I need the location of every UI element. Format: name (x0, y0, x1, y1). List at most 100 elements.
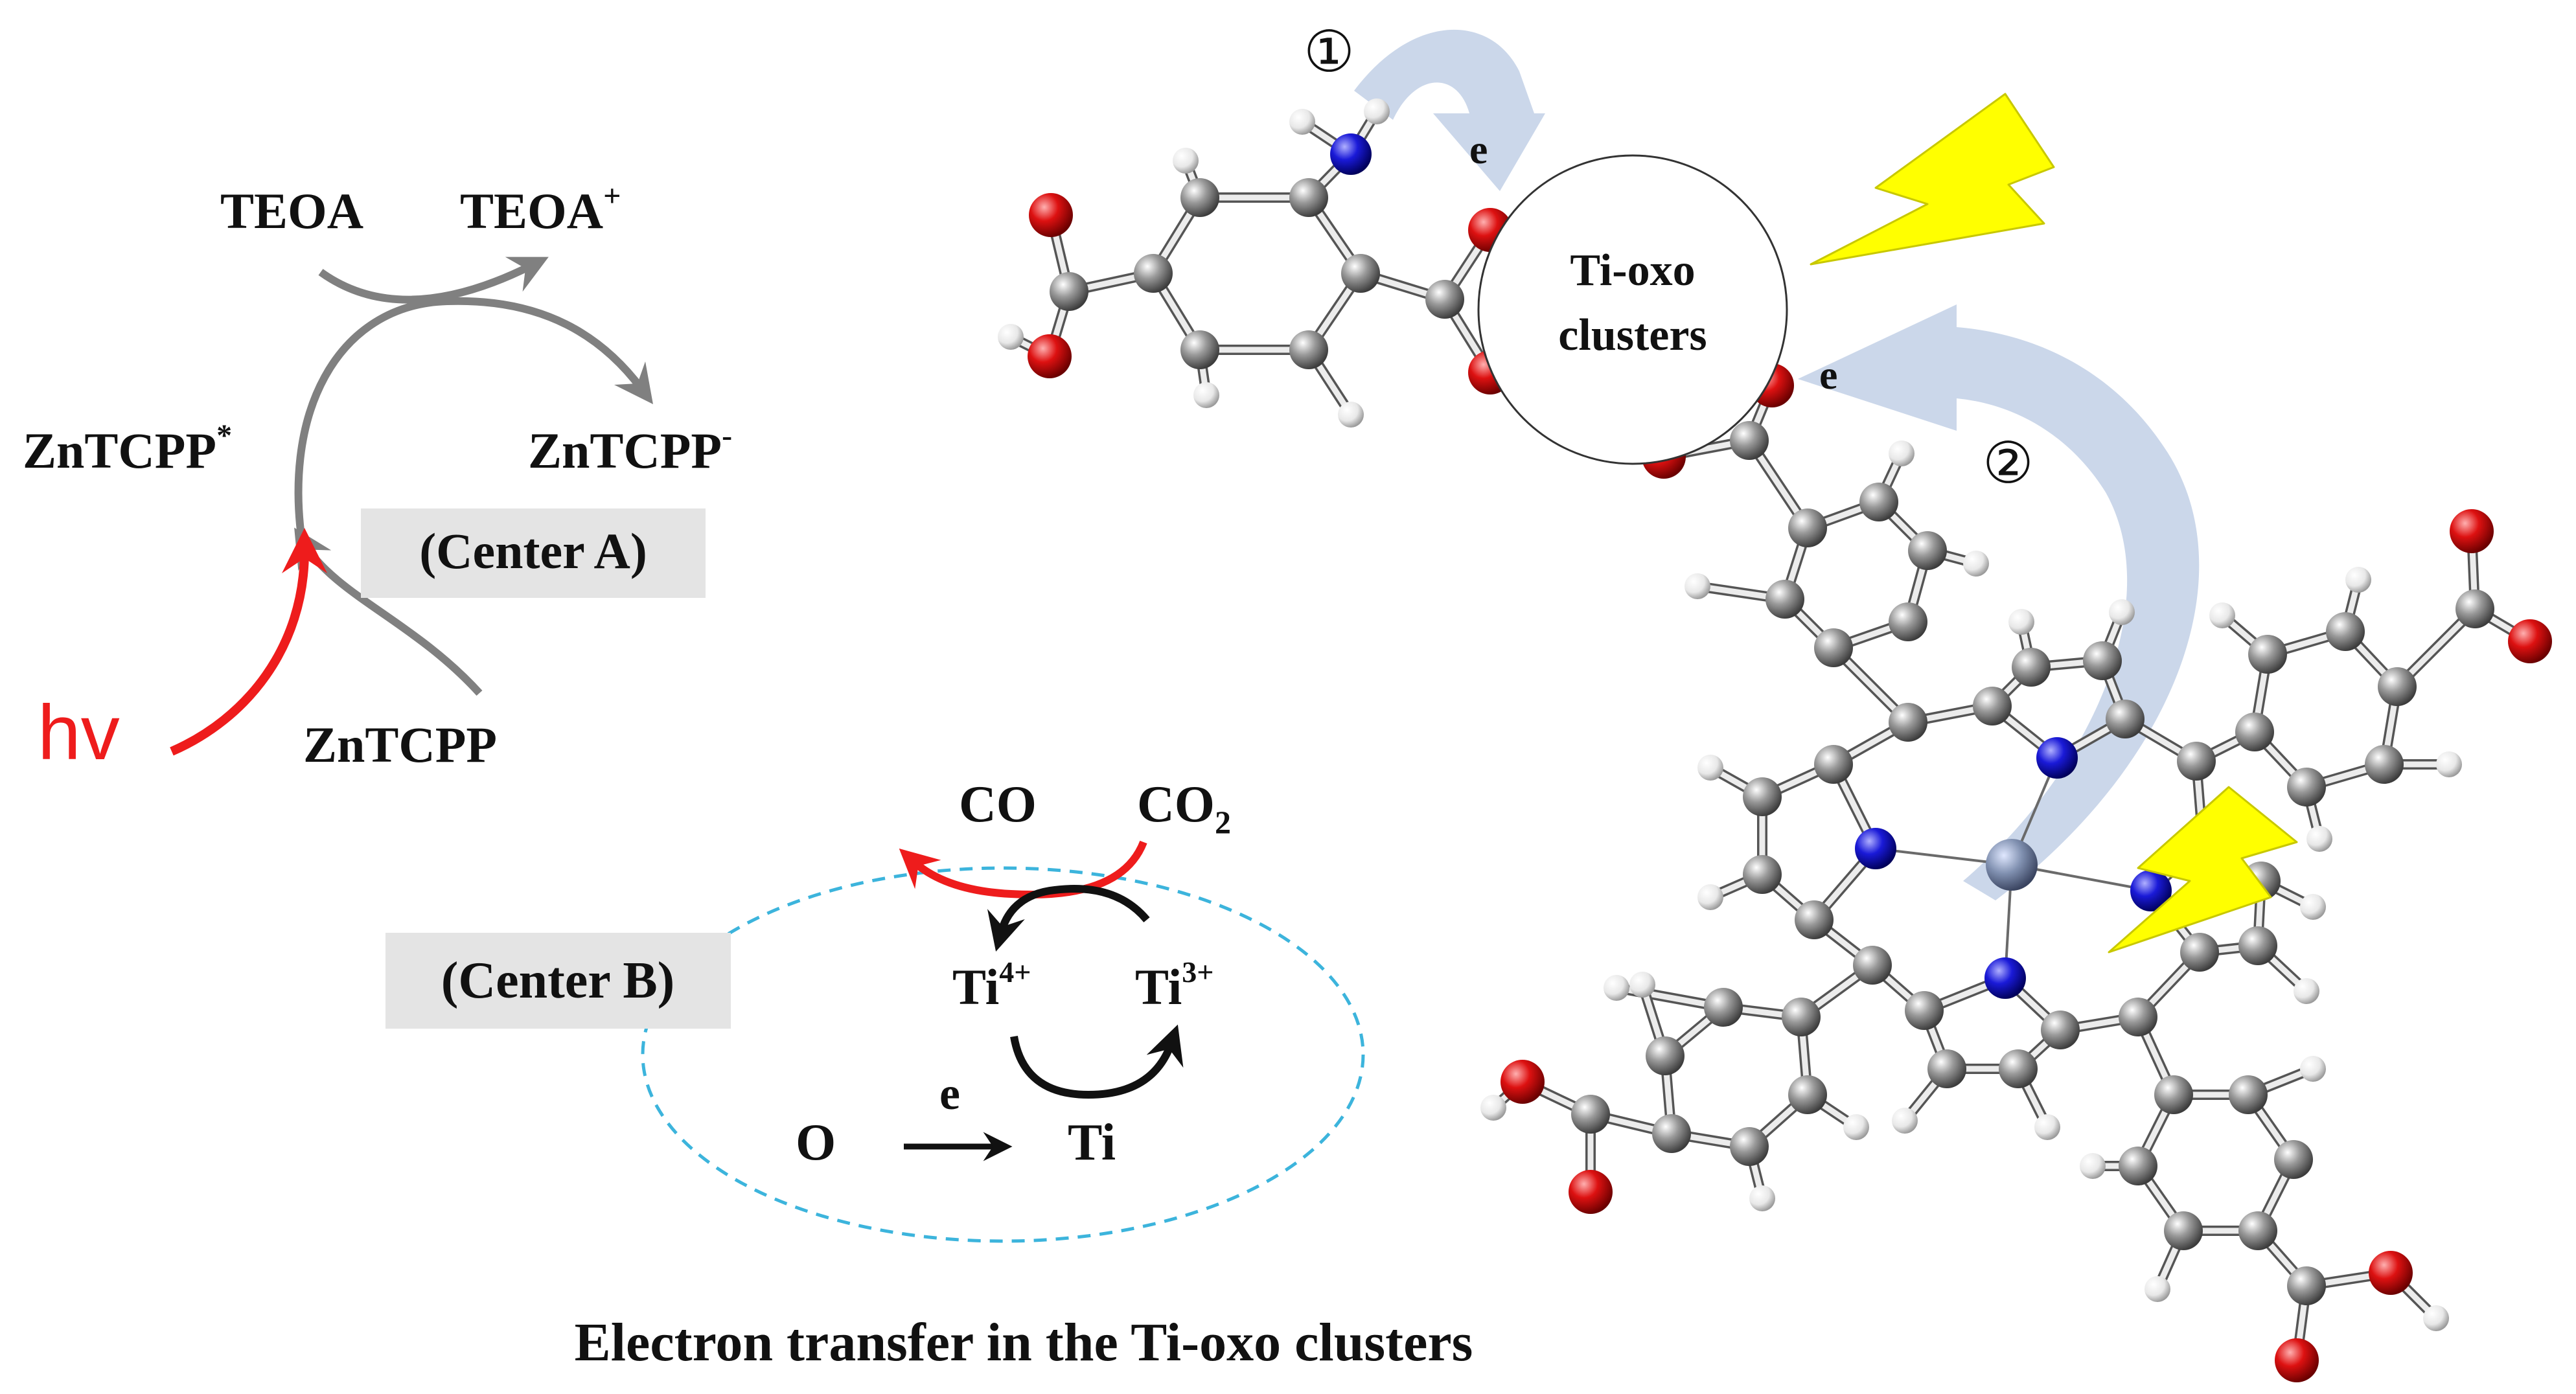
center-a-box (361, 508, 706, 598)
ti3-label: Ti3+ (1135, 955, 1214, 1015)
carbon-atom (2248, 635, 2287, 674)
nitrogen-atom (1984, 957, 2026, 999)
hydrogen-atom (1173, 148, 1199, 174)
ti4-to-ti3-arrow (1010, 1024, 1184, 1099)
carbon-atom (2287, 1266, 2326, 1305)
transfer-arrows (1354, 29, 2200, 900)
carbon-atom (1859, 483, 1898, 521)
o-label: O (796, 1114, 836, 1171)
zinc-atom (1986, 839, 2038, 891)
hydrogen-atom (1629, 972, 1655, 998)
hydrogen-atom (2109, 599, 2135, 625)
hydrogen-atom (2209, 602, 2235, 628)
oxygen-atom (1501, 1060, 1545, 1104)
carbon-atom (1730, 1127, 1769, 1166)
hydrogen-atom (2294, 978, 2319, 1004)
carbon-atom (1652, 1114, 1691, 1153)
carbon-atom (1788, 508, 1827, 547)
ti3-to-ti4-arrow (987, 885, 1150, 952)
caption: Electron transfer in the Ti-oxo clusters (575, 1312, 1473, 1373)
carbon-atom (1973, 687, 2012, 726)
carbon-atom (1927, 1049, 1966, 1088)
hydrogen-atom (1697, 884, 1723, 910)
carbon-atom (1905, 991, 1944, 1030)
carbon-atom (2180, 933, 2219, 972)
oxygen-atom (1569, 1170, 1613, 1214)
hydrogen-atom (1338, 402, 1364, 428)
carbon-atom (1814, 628, 1853, 667)
nitrogen-atom (2130, 870, 2172, 911)
hydrogen-atom (2306, 826, 2332, 852)
teoa-label: TEOA (220, 183, 363, 239)
carbon-atom (2083, 641, 2122, 680)
path-marker-1: ① (1304, 19, 1355, 84)
hydrogen-atom (2436, 751, 2462, 777)
carbon-atom (2326, 612, 2365, 651)
oxygen-atom (2275, 1338, 2319, 1382)
carbon-atom (2119, 1147, 2157, 1185)
carbon-atom (2287, 768, 2326, 806)
zntcpp-label: ZnTCPP (303, 716, 497, 773)
center-b-label: (Center B) (441, 952, 675, 1009)
carbon-atom (1743, 777, 1782, 816)
carbon-atom (1908, 531, 1947, 570)
electron-label-b: e (939, 1068, 960, 1119)
oxygen-atom (2508, 619, 2552, 663)
carbon-atom (1743, 855, 1782, 894)
hydrogen-atom (998, 324, 1024, 350)
carbon-atom (1571, 1095, 1610, 1134)
excited-state-arc (294, 297, 654, 558)
hydrogen-atom (1364, 98, 1390, 124)
hydrogen-atom (1685, 573, 1710, 599)
ti-label: Ti (1068, 1114, 1116, 1171)
carbon-atom (1782, 998, 1821, 1036)
carbon-atom (2235, 713, 2274, 751)
electron-label-1: e (1469, 126, 1488, 172)
center-a: TEOA TEOA+ ZnTCPP* ZnTCPP- (Center A) hv… (23, 179, 732, 776)
carbon-atom (1788, 1075, 1827, 1114)
carbon-atom (2365, 745, 2404, 784)
zntcpp-minus-label: ZnTCPP- (528, 418, 732, 479)
carbon-atom (1853, 946, 1892, 985)
center-a-label: (Center A) (419, 523, 647, 579)
center-b-ellipse (641, 866, 1365, 1243)
carbon-atom (1341, 254, 1380, 293)
hydrogen-atom (2034, 1114, 2060, 1140)
carbon-atom (2229, 1075, 2268, 1114)
lightning-bolt-top (1810, 93, 2055, 266)
cluster-label-line1: Ti-oxo (1570, 246, 1695, 295)
carbon-atom (1646, 1036, 1685, 1075)
teoa-plus-label: TEOA+ (460, 179, 621, 239)
oxygen-atom (1029, 193, 1073, 237)
hv-label: hv (38, 689, 120, 776)
cluster-label-line2: clusters (1558, 310, 1707, 360)
carbon-atom (2238, 1211, 2277, 1250)
nitrogen-atom (1855, 828, 1896, 869)
carbon-atom (1425, 280, 1464, 319)
hydrogen-atom (2008, 609, 2034, 635)
carbon-atom (2177, 742, 2216, 781)
hydrogen-atom (2145, 1276, 2170, 1302)
teoa-oxidation-arrow (318, 257, 549, 304)
carbon-atom (1765, 580, 1804, 619)
hydrogen-atom (2300, 1056, 2326, 1082)
center-b: (Center B) CO CO2 Ti4+ Ti3+ O e Ti (385, 776, 1365, 1243)
carbon-atom (2164, 1211, 2203, 1250)
carbon-atom (2106, 700, 2145, 738)
hydrogen-atom (2345, 567, 2371, 593)
carbon-atom (1050, 272, 1088, 311)
carbon-atom (1134, 254, 1173, 293)
hydrogen-atom (1843, 1114, 1869, 1140)
carbon-atom (2119, 998, 2157, 1036)
carbon-atom (1180, 178, 1219, 217)
hydrogen-atom (2300, 894, 2326, 920)
hydrogen-atom (1193, 382, 1219, 408)
hydrogen-atom (1889, 440, 1915, 466)
carbon-atom (1180, 330, 1219, 369)
co2-reduction-arrow (899, 840, 1147, 898)
carbon-atom (2378, 667, 2417, 706)
carbon-atom (1795, 900, 1834, 939)
carbon-atom (2154, 1075, 2193, 1114)
carbon-atom (1730, 421, 1769, 460)
